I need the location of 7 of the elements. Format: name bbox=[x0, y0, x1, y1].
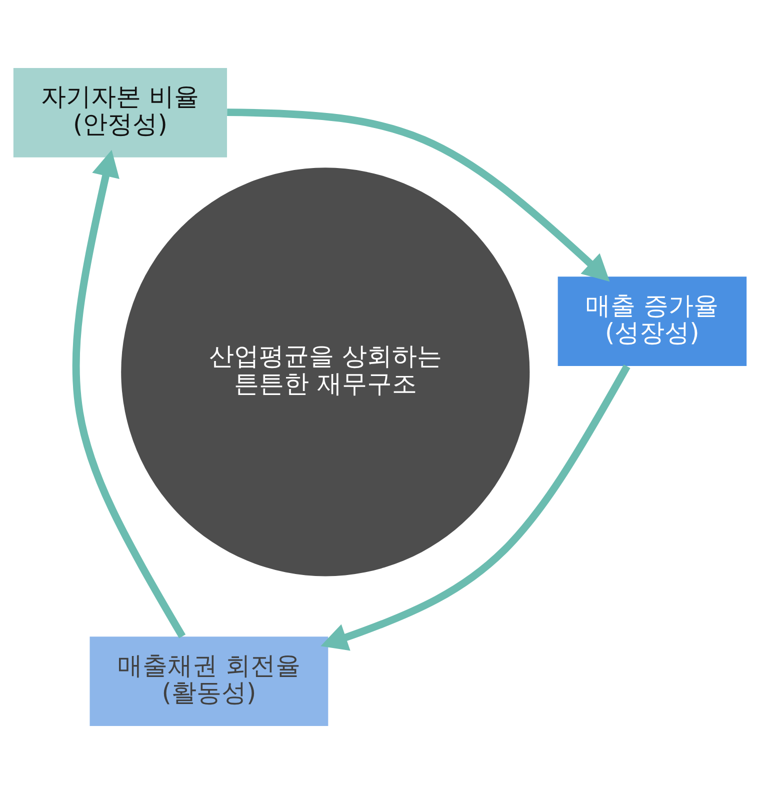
arrow bbox=[320, 364, 630, 650]
arrow bbox=[227, 108, 610, 282]
node-box: 매출 증가율 (성장성) bbox=[558, 276, 747, 366]
node-box: 자기자본 비율 (안정성) bbox=[13, 67, 228, 157]
arrow bbox=[72, 149, 186, 638]
node-circle: 산업평균을 상회하는 튼튼한 재무구조 bbox=[121, 167, 530, 576]
node-box: 매출채권 회전율 (활동성) bbox=[90, 636, 328, 726]
